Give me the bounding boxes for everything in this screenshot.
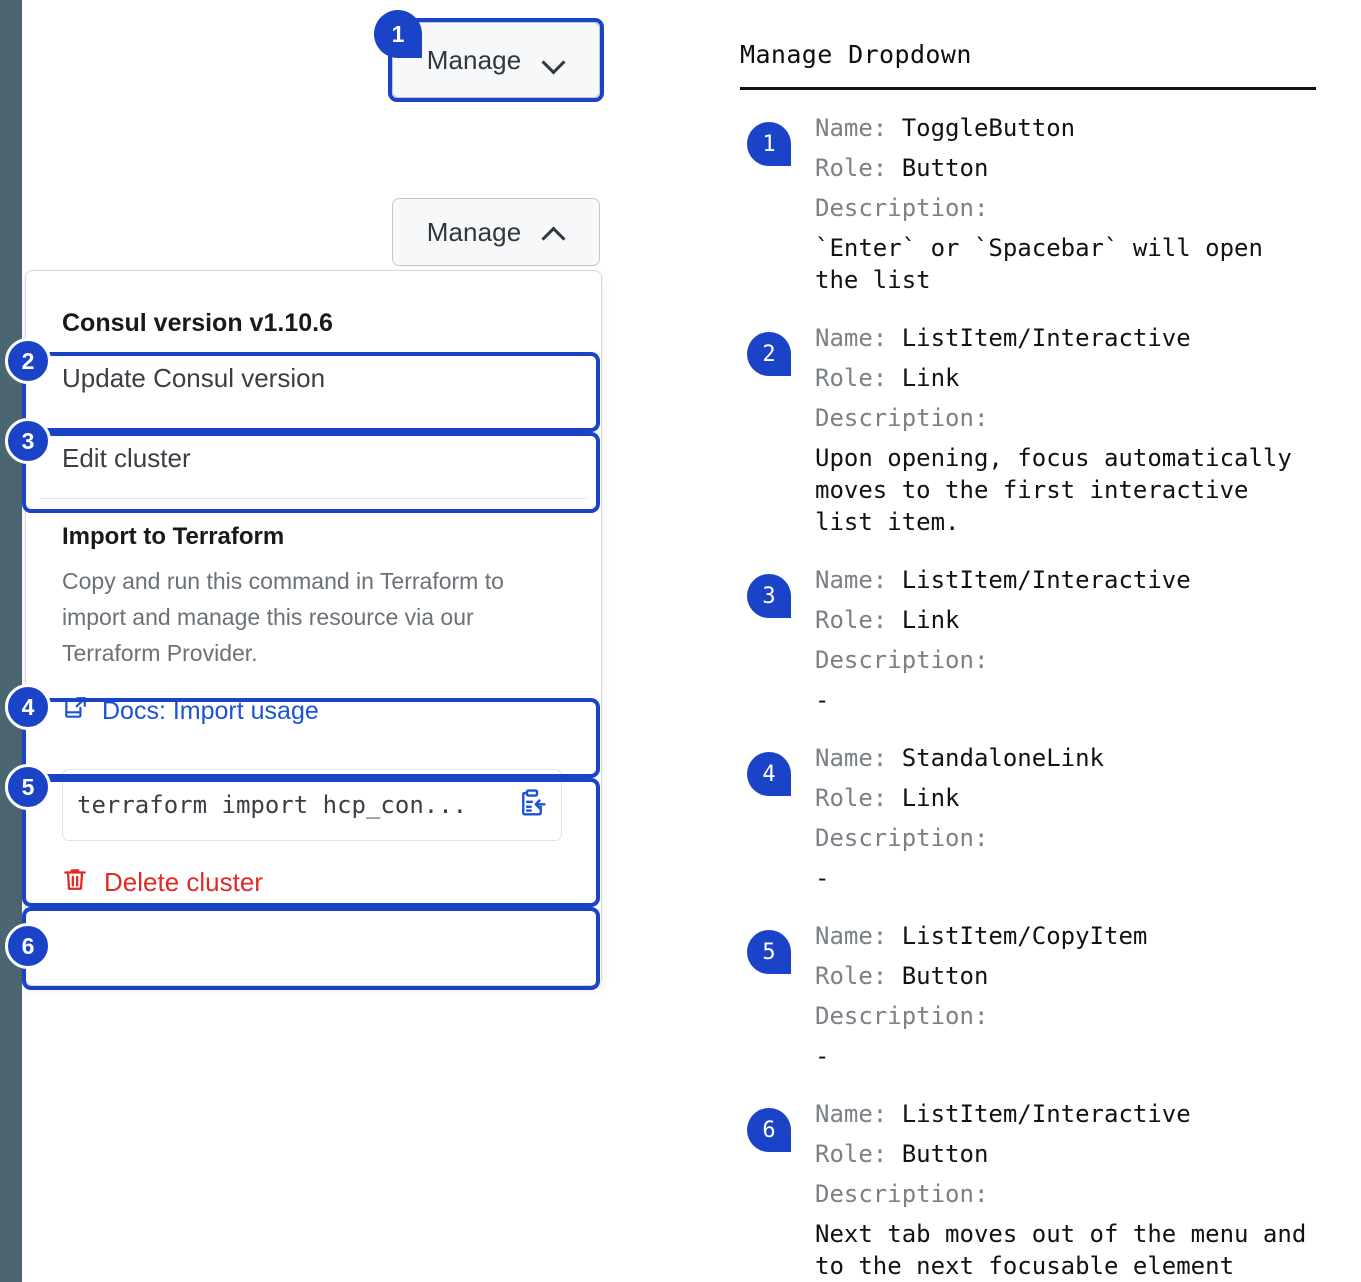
terraform-command-field[interactable]: terraform import hcp_con... — [62, 769, 562, 841]
manage-dropdown-panel: Consul version v1.10.6 Update Consul ver… — [25, 270, 602, 986]
import-to-terraform-heading: Import to Terraform — [62, 523, 285, 550]
manage-toggle-label: Manage — [426, 44, 522, 75]
spec-entry-role: Role: Link — [815, 784, 960, 812]
terraform-command-value: terraform import hcp_con... — [77, 791, 468, 819]
callout-badge-4: 4 — [5, 684, 51, 730]
chevron-up-icon — [543, 225, 565, 239]
spec-title: Manage Dropdown — [740, 40, 972, 69]
callout-badge-6: 6 — [5, 923, 51, 969]
dropdown-item-edit-cluster[interactable]: Edit cluster — [26, 418, 601, 498]
callout-badge-2: 2 — [5, 338, 51, 384]
spec-entry-badge: 5 — [747, 930, 791, 974]
docs-external-link-icon — [62, 695, 88, 728]
spec-entry-name: Name: StandaloneLink — [815, 744, 1104, 772]
terraform-import-section: Import to Terraform Copy and run this co… — [26, 523, 601, 841]
manage-toggle-label-expanded: Manage — [426, 216, 522, 247]
callout-badge-1: 1 — [374, 10, 422, 58]
spec-entry-badge: 1 — [747, 122, 791, 166]
spec-entry-name: Name: ListItem/Interactive — [815, 324, 1191, 352]
annotated-ui-column: Manage 1 Manage Consul version v1.10.6 U… — [0, 0, 700, 1282]
spec-entry-badge: 6 — [747, 1108, 791, 1152]
manage-toggle-button-collapsed[interactable]: Manage — [392, 22, 600, 98]
spec-entry-name: Name: ListItem/Interactive — [815, 566, 1191, 594]
callout-badge-5: 5 — [5, 764, 51, 810]
spec-entry-role: Role: Link — [815, 606, 960, 634]
spec-entry-description-label: Description: — [815, 646, 989, 674]
import-to-terraform-description: Copy and run this command in Terraform t… — [62, 568, 504, 666]
callout-badge-3: 3 — [5, 418, 51, 464]
spec-entry-description-label: Description: — [815, 194, 989, 222]
spec-entry-badge: 3 — [747, 574, 791, 618]
spec-entry-badge: 2 — [747, 332, 791, 376]
spec-entry-name: Name: ToggleButton — [815, 114, 1076, 142]
spec-entry-description: `Enter` or `Spacebar` will open the list — [815, 234, 1263, 294]
spec-entry-name: Name: ListItem/Interactive — [815, 1100, 1191, 1128]
spec-entry-description-label: Description: — [815, 824, 989, 852]
spec-entry-description: - — [815, 864, 830, 892]
docs-import-usage-label: Docs: Import usage — [102, 696, 319, 725]
spec-entry-description: - — [815, 1042, 830, 1070]
spec-entry-description: Upon opening, focus automatically moves … — [815, 444, 1292, 536]
spec-entry-role: Role: Link — [815, 364, 960, 392]
spec-entry-badge: 4 — [747, 752, 791, 796]
dropdown-divider — [40, 498, 587, 499]
consul-version-heading: Consul version v1.10.6 — [62, 309, 333, 337]
spec-entry-description-label: Description: — [815, 1002, 989, 1030]
dropdown-version-section: Consul version v1.10.6 — [26, 271, 601, 338]
spec-entry-description-label: Description: — [815, 404, 989, 432]
spec-entry-name: Name: ListItem/CopyItem — [815, 922, 1148, 950]
dropdown-item-delete-cluster[interactable]: Delete cluster — [26, 841, 601, 923]
chevron-down-icon — [543, 53, 565, 67]
clipboard-copy-icon[interactable] — [517, 788, 547, 823]
spec-entry-role: Role: Button — [815, 1140, 989, 1168]
delete-cluster-label: Delete cluster — [104, 866, 263, 897]
manage-toggle-button-expanded[interactable]: Manage — [392, 198, 600, 266]
dropdown-item-label: Edit cluster — [62, 442, 191, 473]
spec-entry-role: Role: Button — [815, 154, 989, 182]
spec-entry-description: - — [815, 686, 830, 714]
spec-entry-description: Next tab moves out of the menu and to th… — [815, 1220, 1307, 1280]
trash-icon — [62, 865, 88, 900]
delete-cluster-row: Delete cluster — [62, 841, 565, 923]
spec-title-divider — [740, 87, 1316, 90]
spec-entry-role: Role: Button — [815, 962, 989, 990]
dropdown-item-update-version[interactable]: Update Consul version — [26, 338, 601, 418]
docs-import-usage-link[interactable]: Docs: Import usage — [62, 671, 565, 751]
dropdown-item-label: Update Consul version — [62, 362, 326, 393]
spec-entry-description-label: Description: — [815, 1180, 989, 1208]
